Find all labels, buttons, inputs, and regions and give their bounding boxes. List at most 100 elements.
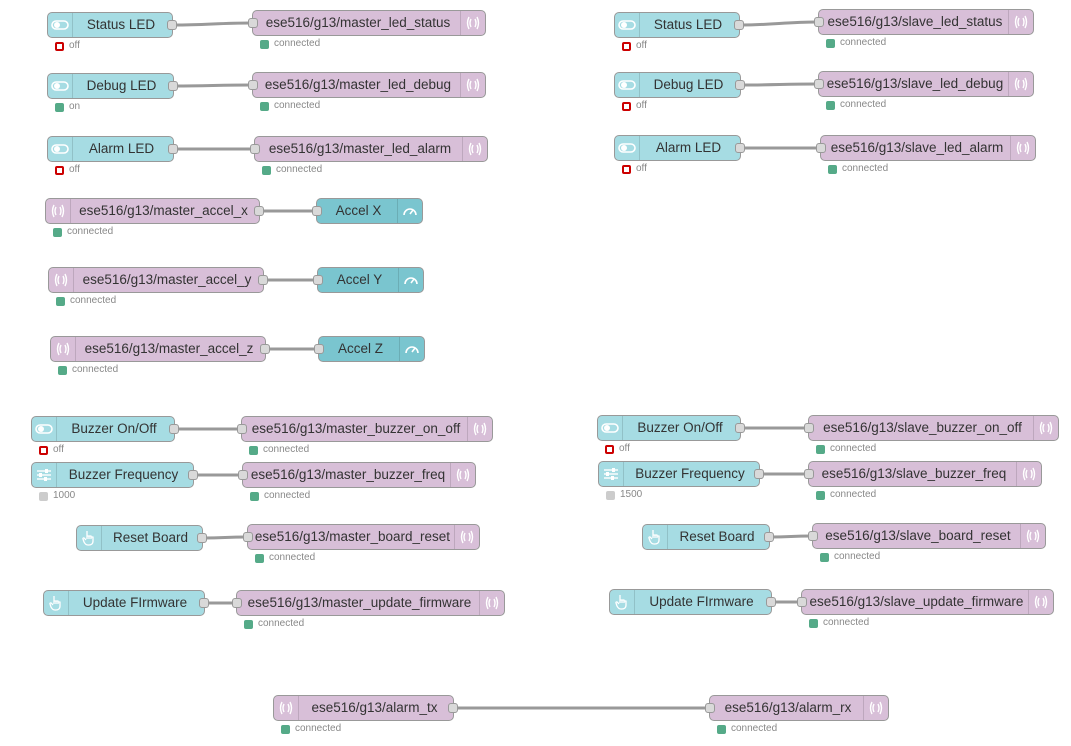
input-port[interactable] <box>250 144 260 154</box>
mqtt-out-node-ese516-g13-master-board-reset[interactable]: ese516/g13/master_board_reset <box>243 524 480 550</box>
mqtt-in-node-ese516-g13-alarm-tx[interactable]: ese516/g13/alarm_tx <box>273 695 458 721</box>
output-port[interactable] <box>199 598 209 608</box>
input-port[interactable] <box>814 79 824 89</box>
wire-n1-n2[interactable] <box>173 21 252 27</box>
input-port[interactable] <box>314 344 324 354</box>
output-port[interactable] <box>167 20 177 30</box>
switch-node-debug-led[interactable]: Debug LED <box>47 73 178 99</box>
input-port[interactable] <box>808 531 818 541</box>
mqtt-out-node-ese516-g13-master-led-debug[interactable]: ese516/g13/master_led_debug <box>248 72 486 98</box>
hand-pointer-icon <box>77 526 102 550</box>
mqtt-out-node-ese516-g13-slave-led-alarm[interactable]: ese516/g13/slave_led_alarm <box>816 135 1036 161</box>
output-port[interactable] <box>448 703 458 713</box>
switch-node-buzzer-on-off[interactable]: Buzzer On/Off <box>597 415 745 441</box>
status-text: connected <box>830 443 877 454</box>
wire-s3-s4[interactable] <box>741 82 818 87</box>
button-node-reset-board[interactable]: Reset Board <box>642 524 774 550</box>
output-port[interactable] <box>754 469 764 479</box>
slider-node-buzzer-frequency[interactable]: Buzzer Frequency <box>598 461 764 487</box>
input-port[interactable] <box>705 703 715 713</box>
mqtt-in-node-ese516-g13-master-accel-x[interactable]: ese516/g13/master_accel_x <box>45 198 264 224</box>
bridge-wireless-icon <box>274 696 299 720</box>
mqtt-out-node-ese516-g13-slave-led-debug[interactable]: ese516/g13/slave_led_debug <box>814 71 1034 97</box>
mqtt-out-node-ese516-g13-slave-board-reset[interactable]: ese516/g13/slave_board_reset <box>808 523 1046 549</box>
mqtt-out-node-ese516-g13-master-led-alarm[interactable]: ese516/g13/master_led_alarm <box>250 136 488 162</box>
button-node-update-firmware[interactable]: Update FIrmware <box>609 589 776 615</box>
mqtt-out-node-ese516-g13-master-update-firmware[interactable]: ese516/g13/master_update_firmware <box>232 590 505 616</box>
node-status: connected <box>717 723 777 735</box>
output-port[interactable] <box>735 143 745 153</box>
status-indicator-icon <box>826 38 835 48</box>
input-port[interactable] <box>804 469 814 479</box>
input-port[interactable] <box>804 423 814 433</box>
output-port[interactable] <box>258 275 268 285</box>
gauge-icon <box>397 199 422 223</box>
switch-node-debug-led[interactable]: Debug LED <box>614 72 745 98</box>
mqtt-out-node-ese516-g13-slave-led-status[interactable]: ese516/g13/slave_led_status <box>814 9 1034 35</box>
button-node-reset-board[interactable]: Reset Board <box>76 525 207 551</box>
output-port[interactable] <box>766 597 776 607</box>
bridge-wireless-icon <box>460 11 485 35</box>
wire-s1-s2[interactable] <box>740 20 818 27</box>
output-port[interactable] <box>197 533 207 543</box>
input-port[interactable] <box>238 470 248 480</box>
output-port[interactable] <box>764 532 774 542</box>
mqtt-out-node-ese516-g13-master-buzzer-freq[interactable]: ese516/g13/master_buzzer_freq <box>238 462 476 488</box>
status-indicator-icon <box>250 491 259 501</box>
button-node-update-firmware[interactable]: Update FIrmware <box>43 590 209 616</box>
node-label: ese516/g13/master_update_firmware <box>247 595 472 610</box>
input-port[interactable] <box>313 275 323 285</box>
status-indicator-icon <box>816 444 825 454</box>
input-port[interactable] <box>248 80 258 90</box>
mqtt-out-node-ese516-g13-alarm-rx[interactable]: ese516/g13/alarm_rx <box>705 695 889 721</box>
status-indicator-icon <box>828 164 837 174</box>
wire-n17-n18[interactable] <box>203 535 247 540</box>
mqtt-in-node-ese516-g13-master-accel-z[interactable]: ese516/g13/master_accel_z <box>50 336 270 362</box>
mqtt-in-node-ese516-g13-master-accel-y[interactable]: ese516/g13/master_accel_y <box>48 267 268 293</box>
output-port[interactable] <box>168 81 178 91</box>
switch-node-status-led[interactable]: Status LED <box>614 12 744 38</box>
gauge-node-accel-x[interactable]: Accel X <box>312 198 423 224</box>
input-port[interactable] <box>248 18 258 28</box>
mqtt-out-node-ese516-g13-slave-update-firmware[interactable]: ese516/g13/slave_update_firmware <box>797 589 1054 615</box>
input-port[interactable] <box>312 206 322 216</box>
mqtt-out-node-ese516-g13-slave-buzzer-freq[interactable]: ese516/g13/slave_buzzer_freq <box>804 461 1042 487</box>
wire-s11-s12[interactable] <box>770 534 812 539</box>
switch-node-alarm-led[interactable]: Alarm LED <box>614 135 745 161</box>
status-text: connected <box>830 489 877 500</box>
mqtt-out-node-ese516-g13-slave-buzzer-on-off[interactable]: ese516/g13/slave_buzzer_on_off <box>804 415 1059 441</box>
input-port[interactable] <box>797 597 807 607</box>
mqtt-out-node-ese516-g13-master-buzzer-on-off[interactable]: ese516/g13/master_buzzer_on_off <box>237 416 493 442</box>
node-status: connected <box>250 490 310 502</box>
node-label: Buzzer Frequency <box>68 467 179 482</box>
input-port[interactable] <box>243 532 253 542</box>
input-port[interactable] <box>232 598 242 608</box>
status-text: connected <box>264 490 311 501</box>
switch-node-status-led[interactable]: Status LED <box>47 12 177 38</box>
node-status: off <box>55 40 80 52</box>
wire-n3-n4[interactable] <box>174 83 252 88</box>
gauge-node-accel-z[interactable]: Accel Z <box>314 336 425 362</box>
status-text: off <box>69 40 80 51</box>
slider-node-buzzer-frequency[interactable]: Buzzer Frequency <box>31 462 198 488</box>
output-port[interactable] <box>735 80 745 90</box>
node-status: off <box>605 443 630 455</box>
output-port[interactable] <box>734 20 744 30</box>
switch-node-buzzer-on-off[interactable]: Buzzer On/Off <box>31 416 179 442</box>
output-port[interactable] <box>169 424 179 434</box>
input-port[interactable] <box>816 143 826 153</box>
node-status: 1500 <box>606 489 642 501</box>
mqtt-out-node-ese516-g13-master-led-status[interactable]: ese516/g13/master_led_status <box>248 10 486 36</box>
switch-node-alarm-led[interactable]: Alarm LED <box>47 136 178 162</box>
input-port[interactable] <box>814 17 824 27</box>
status-indicator-icon <box>809 618 818 628</box>
toggle-icon <box>32 417 57 441</box>
output-port[interactable] <box>735 423 745 433</box>
input-port[interactable] <box>237 424 247 434</box>
output-port[interactable] <box>168 144 178 154</box>
output-port[interactable] <box>254 206 264 216</box>
status-text: connected <box>731 723 778 734</box>
output-port[interactable] <box>188 470 198 480</box>
output-port[interactable] <box>260 344 270 354</box>
gauge-node-accel-y[interactable]: Accel Y <box>313 267 424 293</box>
